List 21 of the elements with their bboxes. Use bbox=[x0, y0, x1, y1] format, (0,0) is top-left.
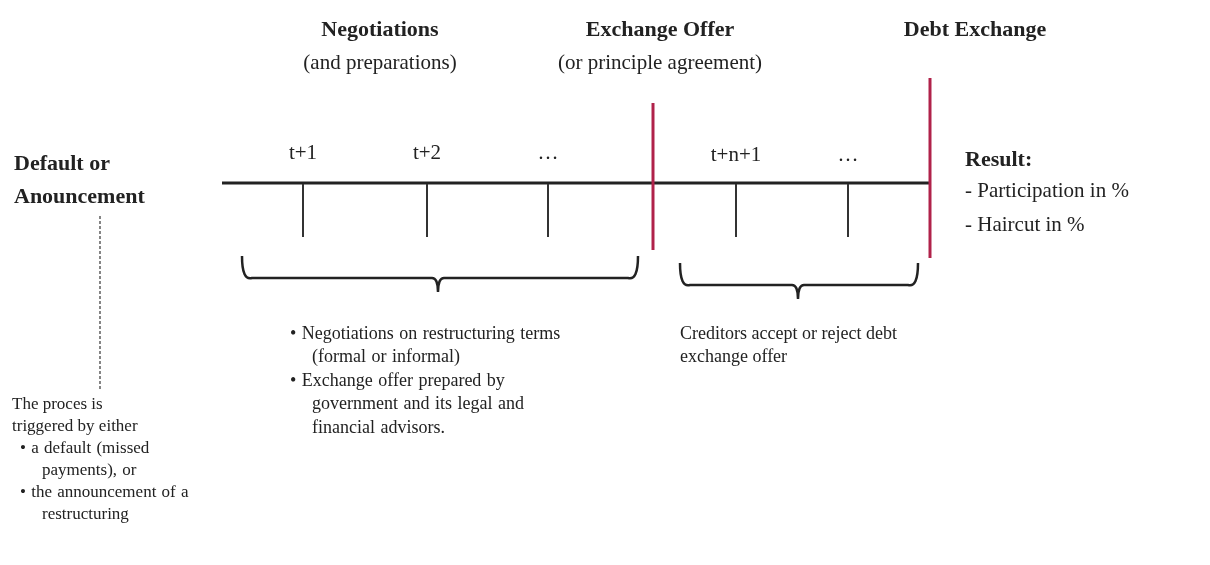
bullet-text: • Negotiations on restructuring terms (formal or informal) bbox=[290, 322, 562, 369]
time-label: … bbox=[537, 140, 559, 166]
event-label: Default or Anouncement bbox=[14, 149, 146, 210]
phase-heading: Result: bbox=[965, 146, 1033, 173]
time-label: t+n+1 bbox=[710, 142, 762, 168]
bullet-text: • a default (missed payments), or bbox=[20, 437, 151, 482]
phase-heading: Negotiations bbox=[321, 16, 439, 43]
description-text: Creditors accept or reject debt exchange offer bbox=[680, 322, 898, 369]
time-label: t+2 bbox=[412, 140, 442, 166]
text-label: - Participation in % bbox=[965, 178, 1129, 204]
time-label: … bbox=[837, 142, 859, 168]
leader-line bbox=[99, 215, 101, 390]
phase-heading: Debt Exchange bbox=[903, 16, 1047, 43]
text-label: (or principle agreement) bbox=[557, 50, 763, 76]
phase-heading: Exchange Offer bbox=[585, 16, 735, 43]
time-label: t+1 bbox=[288, 140, 318, 166]
text-label: (and preparations) bbox=[303, 50, 457, 76]
note-text: The proces is triggered by either bbox=[12, 393, 139, 438]
text-label: - Haircut in % bbox=[965, 212, 1085, 238]
bullet-text: • the announcement of a restructuring bbox=[20, 481, 190, 526]
bullet-text: • Exchange offer prepared by government and its legal and financial advisors. bbox=[290, 368, 525, 439]
